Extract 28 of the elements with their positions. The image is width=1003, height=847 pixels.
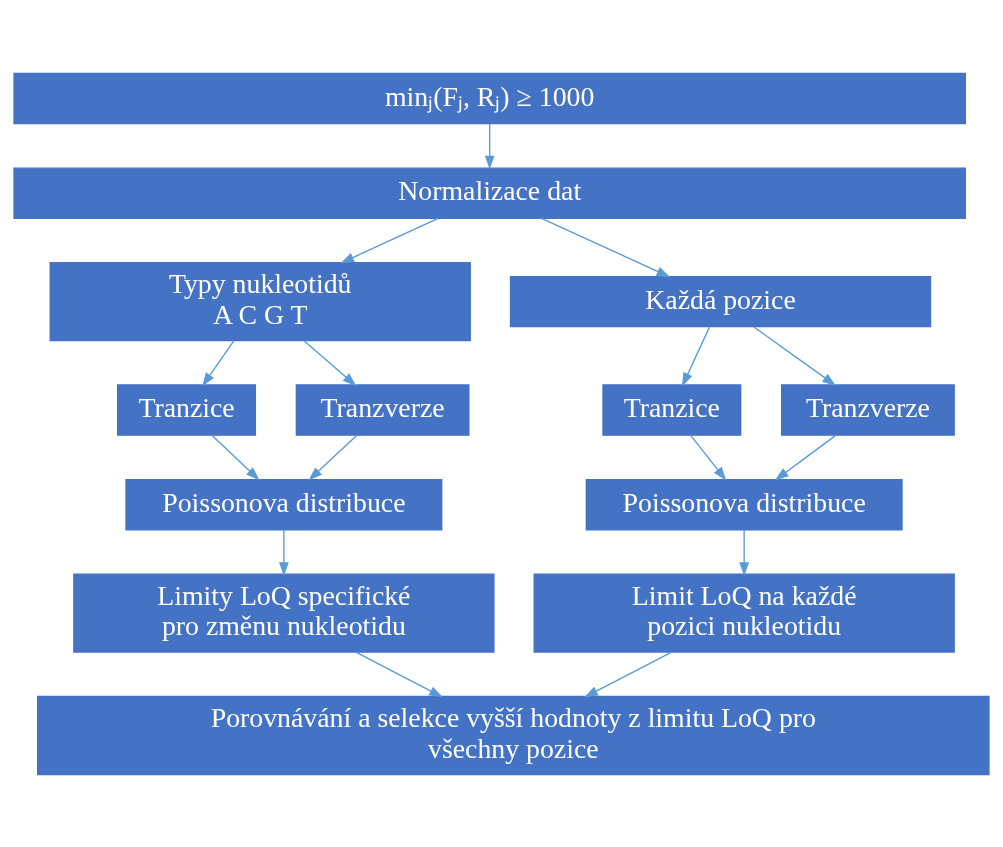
arrow xyxy=(484,122,495,170)
arrow xyxy=(202,339,235,386)
node-box: Poissonova distribuce xyxy=(585,478,903,530)
arrow xyxy=(355,651,444,697)
arrow xyxy=(540,217,671,277)
arrow xyxy=(279,528,289,576)
arrow xyxy=(308,434,358,480)
node-box: Tranzverze xyxy=(781,383,955,436)
node-box: Limity LoQ specifické pro změnu nukleotidu xyxy=(73,573,495,653)
node-box: Poissonova distribuce xyxy=(125,478,443,530)
node-box: Limit LoQ na každé pozici nukleotidu xyxy=(533,573,955,653)
arrow xyxy=(303,339,357,386)
node-box: Normalizace dat xyxy=(13,166,966,219)
arrow xyxy=(774,434,837,481)
arrow xyxy=(681,325,711,387)
arrow xyxy=(340,217,439,263)
node-box: Tranzice xyxy=(117,383,257,436)
arrow xyxy=(584,651,672,697)
node-box: Tranzverze xyxy=(295,383,470,436)
arrow xyxy=(752,325,837,386)
node-box: Každá pozice xyxy=(509,275,932,327)
node-box: minⱼ(Fⱼ, Rⱼ) ≥ 1000 xyxy=(13,72,966,124)
node-box: Tranzice xyxy=(602,383,742,436)
arrow xyxy=(211,434,260,480)
node-box: Porovnávání a selekce vyšší hodnoty z limitu LoQ pro všechny pozice xyxy=(37,695,990,775)
arrow xyxy=(690,434,727,481)
node-box: Typy nukleotidů A C G T xyxy=(49,261,471,341)
arrow xyxy=(739,528,750,576)
